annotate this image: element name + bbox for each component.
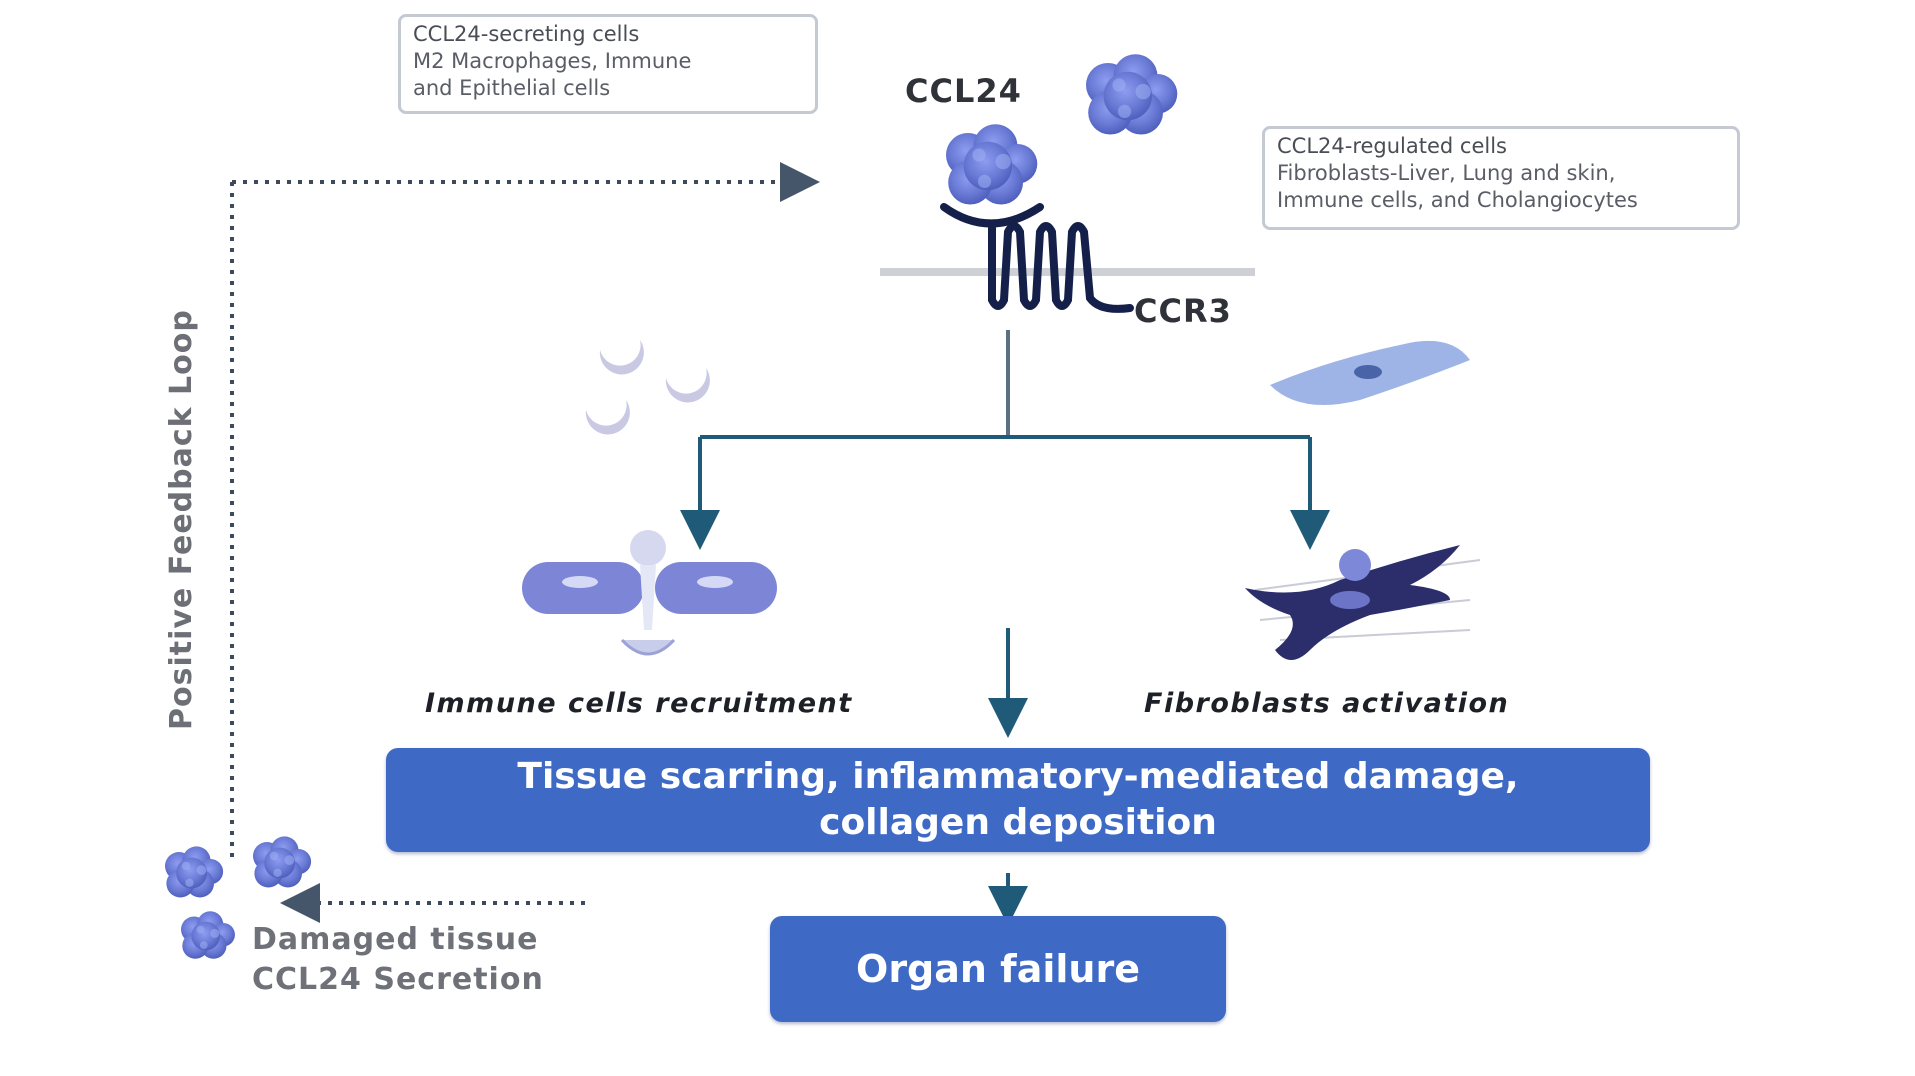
organ-failure-label: Organ failure: [856, 947, 1140, 991]
chemokine-icon-damaged-1: [165, 846, 224, 898]
signal-branch-arrows: [680, 330, 1330, 550]
organ-failure-box: Organ failure: [770, 916, 1226, 1022]
regulated-box-line1: Fibroblasts-Liver, Lung and skin,: [1277, 161, 1616, 185]
secreting-box-title: CCL24-secreting cells: [413, 22, 640, 46]
ccl24-label: CCL24: [905, 72, 1022, 110]
fibroblast-resting-icon: [1270, 340, 1470, 405]
feedback-loop-path: [230, 162, 820, 860]
ccr3-receptor-icon: [940, 203, 1134, 313]
outcome-line2: collagen deposition: [819, 802, 1217, 843]
ccr3-label: CCR3: [1134, 292, 1232, 330]
ccl24-secreting-cells-box: CCL24-secreting cells M2 Macrophages, Im…: [398, 14, 818, 114]
damaged-tissue-label: Damaged tissue CCL24 Secretion: [252, 920, 544, 1000]
chemokine-icon-damaged-2: [253, 836, 312, 888]
fibroblasts-activation-label: Fibroblasts activation: [1144, 688, 1510, 719]
immune-cells-recruitment-label: Immune cells recruitment: [425, 688, 853, 719]
damaged-tissue-line1: Damaged tissue: [252, 922, 539, 957]
secreting-box-line1: M2 Macrophages, Immune: [413, 49, 692, 73]
immune-cell-recruitment-icon: [522, 530, 777, 656]
regulated-box-line2: Immune cells, and Cholangiocytes: [1277, 188, 1638, 212]
tissue-damage-outcome-box: Tissue scarring, inflammatory-mediated d…: [386, 748, 1650, 852]
damaged-tissue-line2: CCL24 Secretion: [252, 962, 544, 997]
chemokine-icon-damaged-3: [181, 911, 235, 959]
regulated-box-title: CCL24-regulated cells: [1277, 134, 1507, 158]
immune-cells-icon: [585, 340, 710, 435]
chemokine-icon-free: [1086, 54, 1178, 135]
outcome-line1: Tissue scarring, inflammatory-mediated d…: [517, 756, 1519, 797]
ccl24-regulated-cells-box: CCL24-regulated cells Fibroblasts-Liver,…: [1262, 126, 1740, 230]
secreting-box-line2: and Epithelial cells: [413, 76, 611, 100]
positive-feedback-loop-label: Positive Feedback Loop: [164, 309, 199, 730]
fibroblast-activated-icon: [1245, 545, 1481, 660]
chemokine-icon-bound: [946, 124, 1038, 205]
